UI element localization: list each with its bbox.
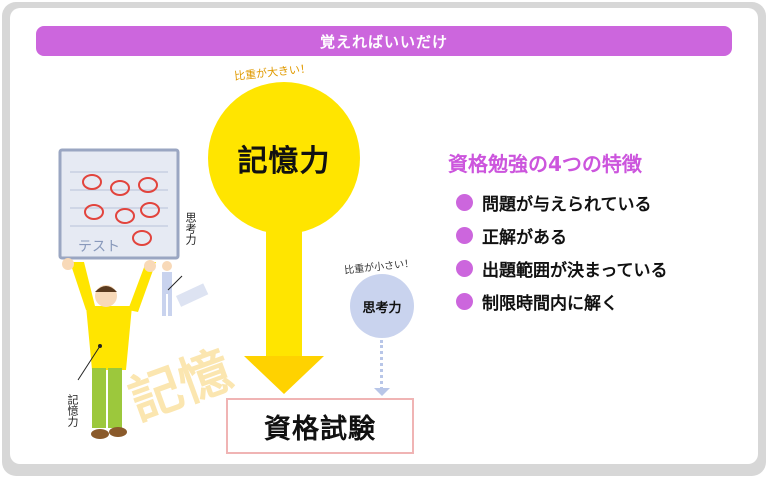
feature-item: 問題が与えられている [456, 186, 667, 219]
small-figure-body [162, 272, 172, 294]
small-figure-shadow [176, 283, 209, 307]
memory-leader-dot [98, 344, 102, 348]
memory-leader-line [77, 345, 101, 381]
bullet-icon [456, 260, 473, 277]
thinking-dotted-line [380, 340, 383, 390]
bullet-icon [456, 194, 473, 211]
hair [95, 286, 117, 292]
memory-circle: 記憶力 [208, 82, 360, 234]
small-figure-leg [168, 294, 172, 316]
left-arm [70, 262, 96, 310]
small-figure-leg [162, 294, 166, 316]
feature-item: 出題範囲が決まっている [456, 252, 667, 285]
bullet-icon [456, 227, 473, 244]
left-leg [92, 368, 106, 428]
thinking-arrow-head [374, 388, 390, 396]
test-board [58, 148, 180, 260]
memory-tag: 記憶力 [66, 394, 79, 427]
right-hand [144, 260, 156, 272]
bullet-icon [456, 293, 473, 310]
thinking-circle: 思考力 [350, 274, 414, 338]
feature-item: 正解がある [456, 219, 667, 252]
thinking-tag: 思考力 [184, 212, 197, 245]
memory-arrow-shaft [266, 210, 302, 358]
board-lines [70, 171, 168, 227]
right-arm [128, 262, 156, 312]
feature-text: 正解がある [482, 228, 567, 248]
floor-shadow-text: 記憶 [122, 340, 240, 432]
board-label: テスト [78, 239, 120, 255]
thinking-leader-line [167, 275, 183, 291]
features-list: 問題が与えられている 正解がある 出題範囲が決まっている 制限時間内に解く [456, 186, 667, 318]
features-title: 資格勉強の4つの特徴 [448, 152, 642, 176]
torso [86, 306, 132, 370]
right-shoe [109, 427, 127, 437]
left-shoe [91, 429, 109, 439]
feature-text: 問題が与えられている [482, 195, 652, 215]
small-figure-head [162, 261, 172, 271]
feature-text: 出題範囲が決まっている [482, 261, 668, 281]
feature-text: 制限時間内に解く [482, 294, 618, 314]
memory-arrow-head [244, 356, 324, 394]
feature-item: 制限時間内に解く [456, 285, 667, 318]
exam-box: 資格試験 [226, 398, 414, 454]
header-banner: 覚えればいいだけ [36, 26, 732, 56]
board-circle-marks [82, 174, 160, 246]
left-hand [62, 258, 74, 270]
right-leg [108, 368, 122, 428]
